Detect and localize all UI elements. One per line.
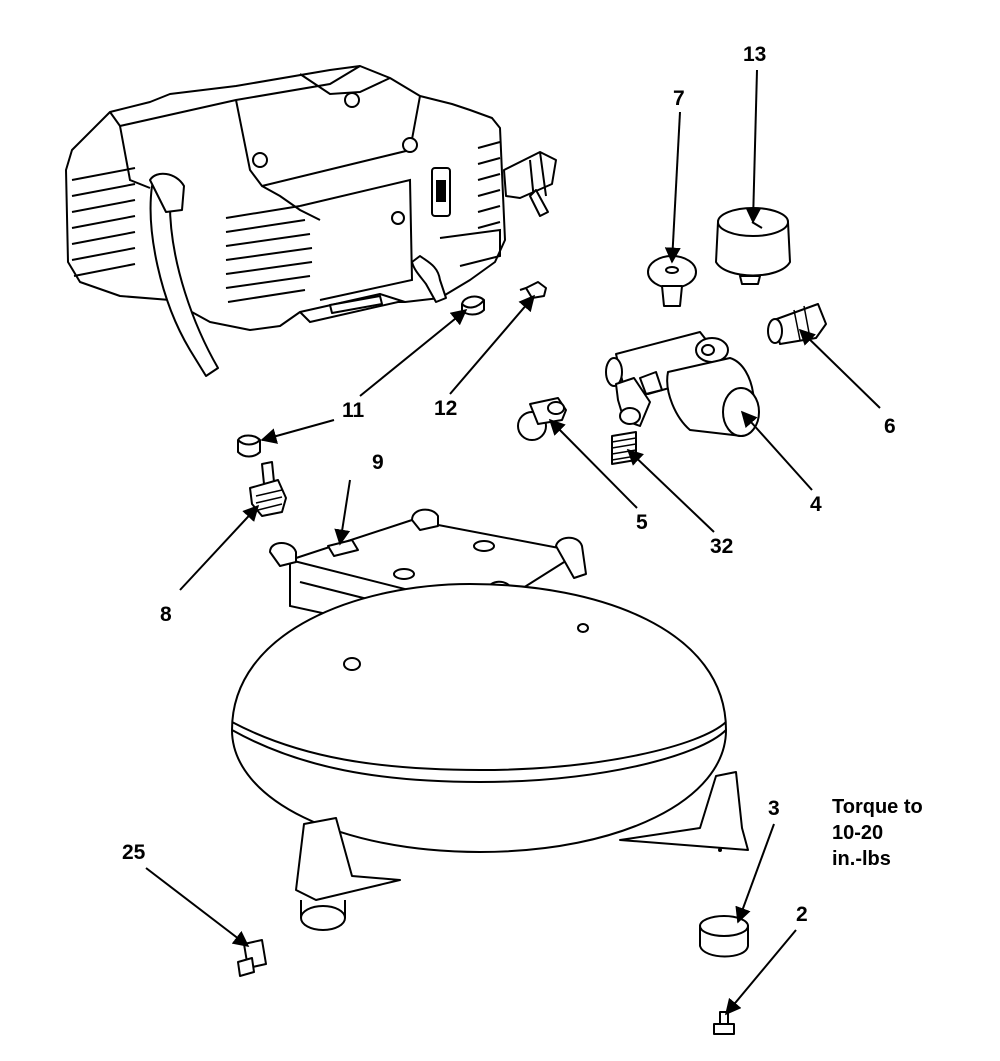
leader-25 xyxy=(145,867,250,947)
leader-8 xyxy=(179,504,260,591)
callout-11-upper: 11 xyxy=(342,399,365,422)
callout-4: 4 xyxy=(810,493,822,516)
part-2-bolt xyxy=(713,1011,735,1035)
part-11-lower-clamp xyxy=(237,434,261,458)
torque-note-line1: Torque to xyxy=(832,796,923,818)
leader-11-upper xyxy=(359,308,468,397)
callout-3: 3 xyxy=(768,797,780,820)
part-32-threaded-nipple xyxy=(611,431,637,465)
part-25-drain-valve xyxy=(237,939,267,977)
left-vent-grill xyxy=(71,167,136,277)
callout-25: 25 xyxy=(122,841,146,864)
part-12-check-valve xyxy=(519,281,547,299)
part-7-safety-valve xyxy=(647,255,697,307)
callout-32: 32 xyxy=(710,535,734,558)
callout-9: 9 xyxy=(372,451,384,474)
power-switch-rocker-icon xyxy=(436,180,446,202)
callout-7: 7 xyxy=(673,87,685,110)
leader-5 xyxy=(548,418,638,509)
right-vent-grill xyxy=(477,141,501,229)
part-6-quick-coupler xyxy=(767,303,827,345)
part-4-regulator-manifold xyxy=(605,331,760,437)
motor-pump-assembly xyxy=(65,65,557,377)
callout-12: 12 xyxy=(434,397,458,420)
leader-9 xyxy=(334,479,351,546)
leader-7 xyxy=(664,111,681,264)
callout-8: 8 xyxy=(160,603,172,626)
leader-3 xyxy=(735,823,775,924)
leader-12 xyxy=(449,294,536,395)
air-hose xyxy=(149,172,219,377)
torque-note: Torque to 10-20 in.-lbs xyxy=(832,794,923,872)
tank-assembly xyxy=(231,508,749,931)
part-5-pull-ring-valve xyxy=(517,397,567,441)
torque-note-line2: 10-20 xyxy=(832,822,884,844)
part-3-rubber-foot xyxy=(699,915,749,958)
callout-2: 2 xyxy=(796,903,808,926)
callout-5: 5 xyxy=(636,511,648,534)
leader-4 xyxy=(740,410,813,491)
part-8-hose-fitting xyxy=(249,461,287,517)
callout-13: 13 xyxy=(743,43,767,66)
callout-6: 6 xyxy=(884,415,896,438)
power-cord-plug xyxy=(503,151,557,217)
leader-13 xyxy=(745,69,762,224)
torque-note-line3: in.-lbs xyxy=(832,848,891,870)
leader-2 xyxy=(724,929,797,1016)
leader-11-lower xyxy=(260,419,335,444)
center-vent-grill xyxy=(225,205,313,303)
leader-lines xyxy=(145,69,881,1016)
leader-6 xyxy=(798,328,881,409)
leader-32 xyxy=(626,448,715,533)
